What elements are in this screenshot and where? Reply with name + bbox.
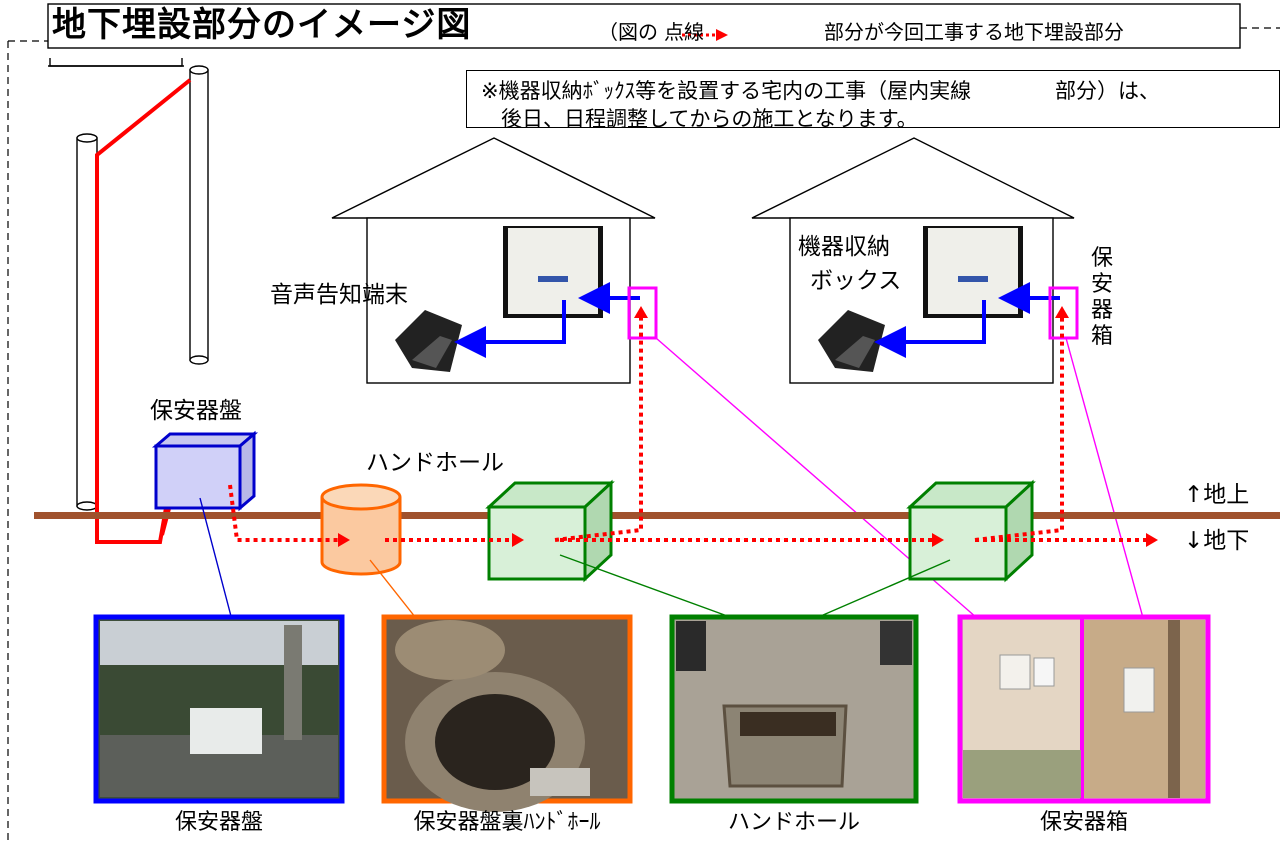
caption-protector-box: 保安器箱 — [1039, 810, 1128, 835]
notice-line1-a: ※機器収納ﾎﾞｯｸｽ等を設置する宅内の工事（屋内実線 — [481, 79, 972, 103]
title-note-suffix: 部分が今回工事する地下埋設部分 — [824, 20, 1124, 44]
underground-route — [228, 315, 1150, 542]
legend-dotted-arrow — [682, 29, 728, 41]
label-protector-panel: 保安器盤 — [150, 398, 242, 424]
caption-handhole: ハンドホール — [727, 810, 860, 835]
notice-line2: 後日、日程調整してからの施工となります。 — [501, 107, 918, 131]
construction-notice: ※機器収納ﾎﾞｯｸｽ等を設置する宅内の工事（屋内実線 部分）は、 後日、日程調整… — [466, 70, 1280, 131]
title-note-left: （図の — [598, 20, 658, 44]
vert-char-4: 箱 — [1090, 324, 1113, 349]
dashed-frame — [7, 27, 1280, 841]
utility-poles — [76, 65, 209, 511]
label-box-line2: ボックス — [810, 268, 902, 294]
title-note-prefix: （図の点線 — [598, 22, 704, 42]
label-protector-box-vertical: 保 安 器 箱 — [1090, 246, 1114, 350]
vert-char-2: 安 — [1090, 272, 1113, 297]
photo-handhole — [669, 614, 919, 804]
label-below-ground: ↓地下 — [1184, 528, 1250, 554]
house-right — [751, 137, 1075, 384]
photo-protector-panel — [93, 614, 345, 804]
handhole-box-right — [906, 479, 1036, 583]
handhole-box-left — [485, 479, 615, 583]
terminal-right — [818, 310, 885, 372]
label-box-line1: 機器収納 — [798, 234, 890, 260]
notice-line1-b: 部分）は、 — [1055, 79, 1160, 103]
title-frame — [47, 3, 1241, 49]
label-terminal: 音声告知端末 — [270, 282, 408, 308]
label-above-ground: ↑地上 — [1184, 482, 1250, 508]
protector-box-left — [627, 286, 658, 340]
photo-panel-handhole — [381, 614, 633, 812]
house-left — [331, 137, 656, 384]
terminal-left — [395, 310, 462, 372]
protector-box-right — [1048, 286, 1079, 340]
photo-protector-box — [957, 614, 1211, 804]
title-note-mid: 点線 — [664, 20, 704, 44]
equipment-box-left — [503, 226, 603, 318]
vert-char-1: 保 — [1090, 246, 1113, 271]
protector-panel-box — [151, 430, 259, 512]
caption-panel-handhole: 保安器盤裏ﾊﾝﾄﾞﾎｰﾙ — [413, 810, 601, 835]
label-handhole: ハンドホール — [366, 450, 504, 476]
caption-panel: 保安器盤 — [174, 810, 263, 835]
ground-line — [34, 512, 1280, 519]
equipment-box-right — [923, 226, 1023, 318]
page-title: 地下埋設部分のイメージ図 — [52, 5, 472, 45]
vert-char-3: 器 — [1090, 298, 1113, 323]
handhole-cylinder — [320, 483, 402, 576]
